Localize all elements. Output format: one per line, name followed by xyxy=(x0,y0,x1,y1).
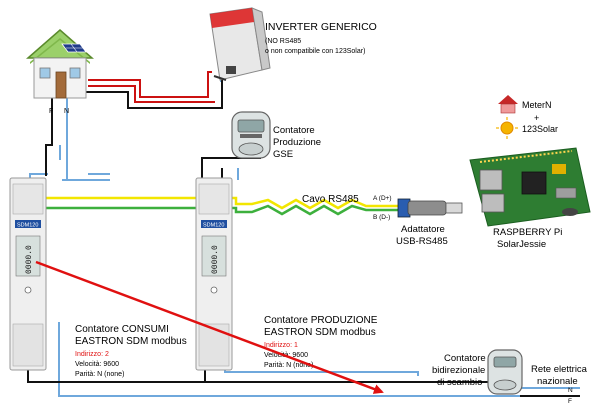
flow-arrow xyxy=(35,260,384,394)
gse-meter-icon xyxy=(231,111,271,159)
gse-meter-line-2: Produzione xyxy=(273,137,321,148)
house-n-label: N xyxy=(64,108,69,115)
raspberry-line-1: RASPBERRY Pi xyxy=(493,227,562,238)
sdm-brand-produzione: SDM120 xyxy=(203,223,224,229)
consumi-parity: Parità: N (none) xyxy=(75,371,124,378)
raspberry-line-2: SolarJessie xyxy=(497,239,546,250)
inverter-title: INVERTER GENERICO xyxy=(265,21,377,33)
house-f-label: F xyxy=(49,108,53,115)
inverter-link-black xyxy=(80,78,223,109)
cable-b-label: B (D-) xyxy=(373,214,390,221)
adapter-line-1: Adattatore xyxy=(401,224,445,235)
consumi-title-2: EASTRON SDM modbus xyxy=(75,336,187,347)
sdm-display-produzione: 0000.0 xyxy=(211,245,220,274)
plus-label: + xyxy=(534,113,539,123)
produzione-parity: Parità: N (none) xyxy=(264,362,313,369)
adapter-line-2: USB-RS485 xyxy=(396,236,448,247)
produzione-address: Indirizzo: 1 xyxy=(264,342,298,349)
gse-meter-line-3: GSE xyxy=(273,149,293,160)
grid-line-2: nazionale xyxy=(537,376,578,387)
sdm-meter-consumi: SDM120 0000.0 xyxy=(9,177,47,371)
inverter-note-2: o non compatibile con 123Solar) xyxy=(265,48,365,55)
sdm-display-consumi: 0000.0 xyxy=(25,245,34,274)
solar-label: 123Solar xyxy=(522,124,558,134)
consumi-address: Indirizzo: 2 xyxy=(75,351,109,358)
cable-a-label: A (D+) xyxy=(373,195,392,202)
sdm-brand-consumi: SDM120 xyxy=(17,223,38,229)
bidirectional-line-1: Contatore xyxy=(444,353,486,364)
grid-line-1: Rete elettrica xyxy=(531,364,588,375)
produzione-title-1: Contatore PRODUZIONE xyxy=(264,315,378,326)
inverter-note-1: (NO RS485 xyxy=(265,38,301,45)
sdm-meter-produzione: SDM120 0000.0 xyxy=(195,177,233,371)
bidirectional-line-2: bidirezionale xyxy=(432,365,485,376)
metern-label: MeterN xyxy=(522,100,552,110)
house-icon: F N xyxy=(26,29,94,115)
cable-label: Cavo RS485 xyxy=(302,194,359,205)
produzione-title-2: EASTRON SDM modbus xyxy=(264,327,376,338)
gse-meter-line-1: Contatore xyxy=(273,125,315,136)
bidirectional-line-3: di scambio xyxy=(437,377,482,388)
usb-adapter-icon xyxy=(397,198,463,218)
sun-icon xyxy=(496,117,518,139)
rs485-cable xyxy=(22,196,400,216)
consumi-title-1: Contatore CONSUMI xyxy=(75,324,169,335)
grid-lines xyxy=(520,387,580,397)
inverter-wires xyxy=(88,71,215,103)
consumi-speed: Velocità: 9600 xyxy=(75,361,119,368)
inverter-icon xyxy=(209,7,271,81)
bidirectional-meter-icon xyxy=(487,349,523,395)
grid-f-label: F xyxy=(568,398,572,405)
raspberry-pi-board xyxy=(469,147,591,227)
grid-n-label: N xyxy=(568,387,573,394)
metern-house-icon xyxy=(498,95,518,114)
